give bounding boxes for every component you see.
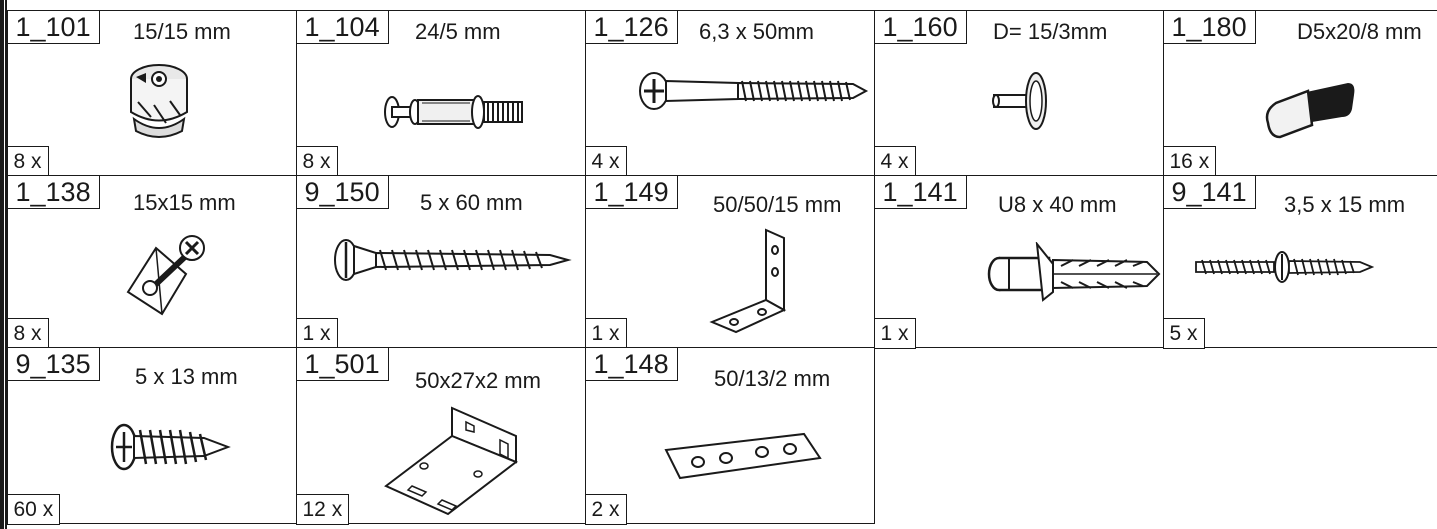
part-quantity: 60 x xyxy=(6,493,61,525)
part-quantity: 1 x xyxy=(873,317,916,349)
part-code: 1_101 xyxy=(6,9,100,44)
part-size: D= 15/3mm xyxy=(993,19,1108,44)
part-code: 1_180 xyxy=(1162,9,1256,44)
part-size: 6,3 x 50mm xyxy=(699,19,814,44)
part-quantity: 1 x xyxy=(295,317,338,349)
part-code: 1_138 xyxy=(6,174,100,209)
part-size: U8 x 40 mm xyxy=(998,192,1117,217)
part-size: 50/13/2 mm xyxy=(714,366,831,391)
flat-plate-icon xyxy=(664,432,824,482)
hardware-parts-grid: 1_101 15/15 mm 8 x 1_104 24/5 mm xyxy=(6,9,1437,525)
part-quantity: 2 x xyxy=(584,493,627,525)
part-cell: 1_138 15x15 mm 8 x xyxy=(6,174,297,349)
part-size: 5 x 60 mm xyxy=(420,190,523,215)
part-quantity: 8 x xyxy=(6,145,49,177)
part-quantity: 8 x xyxy=(6,317,49,349)
part-quantity: 4 x xyxy=(873,145,916,177)
cam-lock-icon xyxy=(126,57,192,141)
part-size: 24/5 mm xyxy=(415,19,501,44)
connector-bolt-icon xyxy=(382,89,532,135)
part-cell: 1_180 D5x20/8 mm 16 x xyxy=(1162,9,1437,177)
part-size: 15x15 mm xyxy=(133,190,236,215)
corner-block-icon xyxy=(126,226,206,318)
part-code: 1_141 xyxy=(873,174,967,209)
pan-head-screw-icon xyxy=(108,416,232,478)
part-code: 1_104 xyxy=(295,9,389,44)
part-size: 50/50/15 mm xyxy=(713,192,842,217)
part-cell: 9_141 3,5 x 15 mm 5 x xyxy=(1162,174,1437,349)
part-quantity: 16 x xyxy=(1162,145,1217,177)
part-cell: 9_135 5 x 13 mm 60 x xyxy=(6,346,297,525)
shelf-pin-disc-icon xyxy=(990,69,1052,133)
part-cell: 1_149 50/50/15 mm 1 x xyxy=(584,174,875,349)
left-border-inner xyxy=(5,0,7,529)
part-code: 1_160 xyxy=(873,9,967,44)
part-size: 5 x 13 mm xyxy=(135,364,238,389)
part-size: D5x20/8 mm xyxy=(1297,19,1422,44)
part-size: 50x27x2 mm xyxy=(415,368,541,393)
wall-plug-icon xyxy=(987,242,1163,302)
part-code: 1_149 xyxy=(584,174,678,209)
part-cell: 1_148 50/13/2 mm 2 x xyxy=(584,346,875,525)
angle-bracket-icon xyxy=(704,226,794,334)
long-screw-icon xyxy=(638,69,870,113)
part-quantity: 5 x xyxy=(1162,317,1205,349)
part-cell: 1_126 6,3 x 50mm 4 x xyxy=(584,9,875,177)
part-quantity: 8 x xyxy=(295,145,338,177)
part-quantity: 1 x xyxy=(584,317,627,349)
part-code: 9_135 xyxy=(6,346,100,381)
part-quantity: 12 x xyxy=(295,493,350,525)
part-cell: 1_104 24/5 mm 8 x xyxy=(295,9,586,177)
part-size: 15/15 mm xyxy=(133,19,231,44)
part-code: 9_150 xyxy=(295,174,389,209)
left-border xyxy=(0,0,4,529)
metal-bracket-icon xyxy=(382,402,532,520)
part-code: 1_126 xyxy=(584,9,678,44)
part-code: 1_501 xyxy=(295,346,389,381)
part-code: 1_148 xyxy=(584,346,678,381)
part-cell: 1_160 D= 15/3mm 4 x xyxy=(873,9,1164,177)
part-code: 9_141 xyxy=(1162,174,1256,209)
part-cell: 1_101 15/15 mm 8 x xyxy=(6,9,297,177)
part-size: 3,5 x 15 mm xyxy=(1284,192,1406,217)
wood-screw-icon xyxy=(332,238,572,282)
part-cell: 9_150 5 x 60 mm 1 x xyxy=(295,174,586,349)
part-cell: 1_141 U8 x 40 mm 1 x xyxy=(873,174,1164,349)
small-screw-icon xyxy=(1194,250,1374,284)
shelf-support-icon xyxy=(1262,79,1358,143)
part-cell: 1_501 50x27x2 mm 12 x xyxy=(295,346,586,525)
part-quantity: 4 x xyxy=(584,145,627,177)
